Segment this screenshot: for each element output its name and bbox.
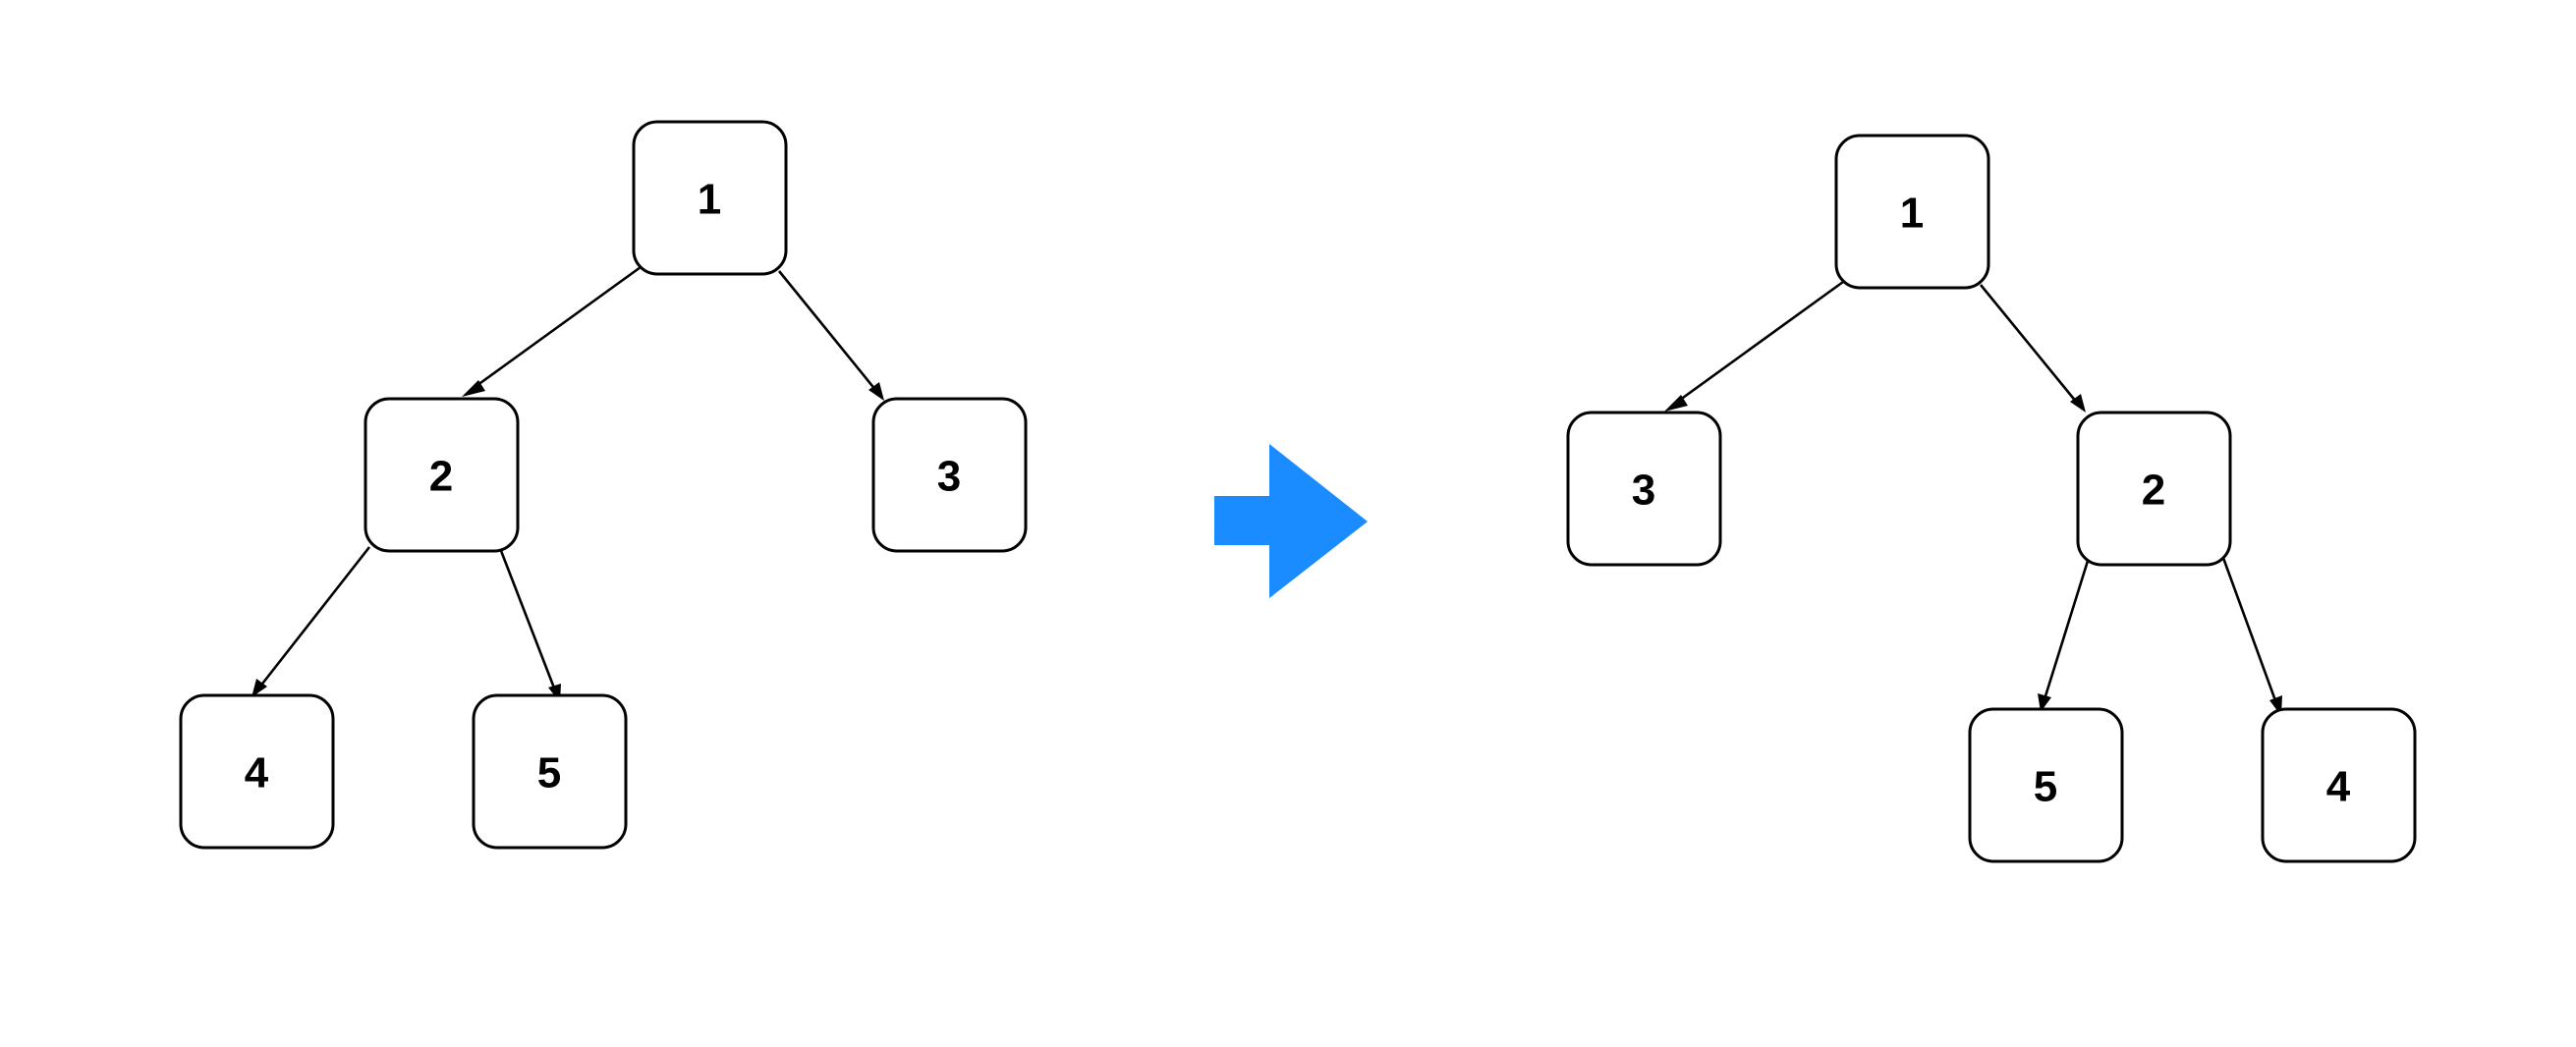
edge-1-to-3 bbox=[1664, 280, 1844, 412]
before-node-3: 3 bbox=[871, 397, 1028, 553]
after-node-4: 4 bbox=[2261, 707, 2417, 863]
after-tree-edges bbox=[1664, 280, 2282, 716]
node-label: 5 bbox=[537, 749, 561, 798]
edge-2-to-5 bbox=[496, 542, 561, 702]
node-label: 1 bbox=[1900, 190, 1924, 238]
node-label: 1 bbox=[698, 176, 721, 224]
after-node-1: 1 bbox=[1834, 134, 1990, 290]
node-label: 4 bbox=[2326, 763, 2351, 811]
right-arrow-icon bbox=[1214, 444, 1368, 598]
after-node-3: 3 bbox=[1566, 411, 1722, 567]
edge-1-to-2 bbox=[1979, 284, 2086, 413]
before-node-4: 4 bbox=[179, 693, 335, 850]
before-tree-edges bbox=[252, 265, 884, 702]
edge-2-to-4 bbox=[2221, 557, 2282, 716]
edge-1-to-3 bbox=[777, 270, 884, 401]
node-label: 2 bbox=[2142, 467, 2165, 515]
before-node-1: 1 bbox=[632, 120, 788, 276]
edge-2-to-4 bbox=[252, 546, 371, 697]
node-label: 5 bbox=[2034, 763, 2057, 811]
after-node-2: 2 bbox=[2076, 411, 2232, 567]
edge-2-to-5 bbox=[2038, 560, 2090, 712]
node-label: 4 bbox=[245, 749, 269, 798]
before-tree: 1 2 3 4 5 bbox=[179, 120, 1028, 850]
node-label: 3 bbox=[937, 453, 961, 501]
node-label: 3 bbox=[1632, 467, 1655, 515]
edge-1-to-2 bbox=[462, 265, 642, 397]
node-label: 2 bbox=[429, 453, 453, 501]
after-tree: 1 3 2 5 4 bbox=[1566, 134, 2417, 863]
before-node-5: 5 bbox=[472, 693, 628, 850]
before-node-2: 2 bbox=[364, 397, 520, 553]
after-node-5: 5 bbox=[1968, 707, 2124, 863]
